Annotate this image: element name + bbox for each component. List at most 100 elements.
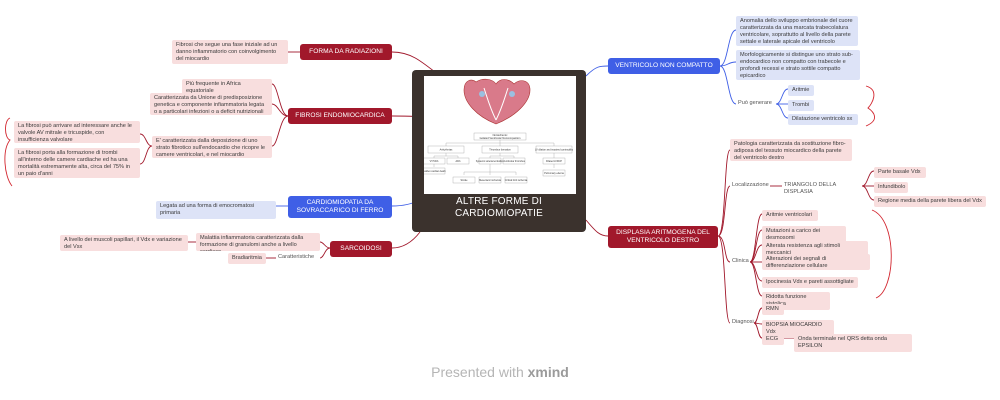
edge-fibrosi-sub1 (139, 133, 153, 147)
edge-nc-2 (719, 61, 737, 67)
flow-l1-2-label: LV dilation and impaired contractility (535, 149, 574, 152)
branch-noncompatto[interactable]: VENTRICOLO NON COMPATTO (608, 58, 720, 74)
heart-illustration: Nonischemic Isolated Ventricular Noncomp… (422, 76, 576, 194)
displasia-triangolo[interactable]: TRIANGOLO DELLA DISPLASIA (784, 182, 836, 195)
clinica-aritmie[interactable]: Aritmie ventricolari (762, 210, 818, 221)
triangolo-infundibolo[interactable]: Infundibolo (874, 182, 908, 193)
annotation-bracket-clinica (871, 209, 892, 299)
noncompatto-aritmie[interactable]: Aritmie (788, 85, 814, 96)
flow-l3-4-box (542, 169, 566, 177)
flow-l3-1-box (452, 176, 476, 184)
heart-flowchart-figure: Nonischemic Isolated Ventricular Noncomp… (422, 78, 574, 184)
flow-l3-3-box (504, 176, 528, 184)
edge-tri-3 (861, 185, 875, 201)
flow-level2: VT/VFib AFib Systemic arterial embolismVen… (422, 157, 566, 165)
branch-radiazioni[interactable]: FORMA DA RADIAZIONI (300, 44, 392, 60)
displasia-patologia[interactable]: Patologia caratterizzata da sostituzione… (730, 139, 852, 161)
radiazioni-note[interactable]: Fibrosi che segue una fase iniziale ad u… (172, 40, 288, 64)
footer-presented-text: Presented with (431, 364, 524, 380)
annotation-bracket-left (4, 117, 13, 187)
edge-puo-1 (775, 88, 789, 105)
fibrosi-item-2[interactable]: Caratterizzata da Unione di predisposizi… (150, 93, 272, 115)
flow-level1: Arrhythmias Thrombus formation LV dilation… (427, 145, 574, 154)
annotation-bracket-nc (865, 85, 875, 127)
branch-ferro[interactable]: CARDIOMIOPATIA DA SOVRACCARICO DI FERRO (288, 196, 392, 218)
sarcoidosi-caratteristiche[interactable]: Caratteristiche (278, 254, 315, 260)
flow-l3-2-box (478, 176, 502, 184)
branch-sarcoidosi[interactable]: SARCOIDOSI (330, 241, 392, 257)
diagnosi-ecg[interactable]: ECG (762, 334, 784, 345)
ferro-note[interactable]: Legata ad una forma di emocromatosi prim… (156, 201, 276, 219)
diagnosi-rmn[interactable]: RMN (762, 304, 784, 315)
edge-noncompatto (585, 65, 609, 77)
edge-dis-diag (717, 235, 731, 324)
flow-l2-3-label: Ventricular thrombus (503, 160, 526, 163)
edge-dis-clin (717, 235, 731, 263)
flow-l2-2-label: Systemic arterial embolism (476, 160, 505, 163)
diagnosi-biopsia[interactable]: BIOPSIA MIOCARDIO Vdx (762, 320, 834, 338)
flow-l3-2-label: Mesenteric ischemia (479, 179, 501, 182)
clinica-ipocinesia[interactable]: Ipocinesia Vdx e pareti assottigliate (762, 277, 858, 288)
fibrosi-sub-1[interactable]: La fibrosi può arrivare ad interessare a… (14, 121, 140, 143)
central-title-line1: ALTRE FORME DI (456, 196, 542, 207)
edge-sarcoidosi (391, 231, 421, 249)
flow-root-label: Nonischemic (493, 133, 509, 137)
edge-diag-3 (753, 322, 763, 339)
edge-displasia (585, 219, 609, 237)
noncompatto-puo-generare[interactable]: Può generare (738, 100, 772, 106)
branch-fibrosi[interactable]: FIBROSI ENDOMIOCARDICA (288, 108, 392, 124)
flow-l2-1-label: AFib (456, 160, 462, 163)
central-title: ALTRE FORME DI CARDIOMIOPATIE (412, 196, 586, 220)
edge-fibrosi-2 (271, 103, 289, 117)
heart-icon (463, 78, 531, 125)
noncompatto-trombi[interactable]: Trombi (788, 100, 814, 111)
edge-puo-3 (775, 103, 789, 119)
edge-sarc-caratt (319, 247, 331, 259)
clinica-differenziazione[interactable]: Alterazioni dei segnali di differenziazi… (762, 254, 870, 270)
central-title-line2: CARDIOMIOPATIE (455, 208, 543, 219)
fibrosi-item-3[interactable]: E' caratterizzata dalla deposizione di u… (152, 136, 272, 158)
flow-root-sublabel: Isolated Ventricular Noncompaction (480, 136, 521, 140)
displasia-localizzazione[interactable]: Localizzazione (732, 182, 769, 188)
sarcoidosi-bradiaritmia[interactable]: Bradiaritmia (228, 253, 266, 264)
flow-l3-4-label: Pulmonary edema (544, 172, 564, 175)
flow-l3-1-label: Stroke (461, 179, 469, 182)
edge-fibrosi-sub2 (139, 145, 153, 165)
flow-connectors (433, 140, 555, 175)
edge-diag-1 (753, 307, 763, 324)
central-topic[interactable]: Nonischemic Isolated Ventricular Noncomp… (412, 70, 586, 232)
edge-clin-6 (749, 261, 763, 297)
flow-l1-0-label: Arrhythmias (440, 149, 454, 152)
clinica-mutazioni[interactable]: Mutazioni a carico dei desmosomi (762, 226, 846, 244)
edge-dis-loc (717, 185, 731, 237)
triangolo-regione-media[interactable]: Regione media della parete libera del Vd… (874, 196, 986, 207)
edge-fibrosi-1 (271, 83, 289, 117)
edge-fibrosi-3 (271, 115, 289, 147)
edge-sarc-malattia (319, 241, 331, 249)
presented-with-xmind: Presented with xmind (0, 364, 1000, 380)
fibrosi-item-1[interactable]: Più frequente in Africa equatoriale (182, 79, 272, 97)
noncompatto-item-2[interactable]: Morfologicamente si distingue uno strato… (736, 50, 860, 80)
flow-l2-0-label: VT/VFib (430, 160, 439, 163)
xmind-logo: xmind (527, 364, 569, 380)
ecg-onda-epsilon[interactable]: Onda terminale nel QRS detta onda EPSILO… (794, 334, 912, 352)
flow-l3-3-label: Critical limb ischemia (505, 179, 528, 182)
fibrosi-sub-2[interactable]: La fibrosi porta alla formazione di trom… (14, 148, 140, 178)
triangolo-parte-basale[interactable]: Parte basale Vdx (874, 167, 926, 178)
edge-tri-1 (861, 170, 875, 187)
branch-displasia[interactable]: DISPLASIA ARITMOGENA DEL VENTRICOLO DEST… (608, 226, 718, 248)
flow-l1-1-label: Thrombus formation (489, 149, 511, 152)
sarcoidosi-malattia[interactable]: Malattia infiammatoria caratterizzata da… (196, 233, 320, 251)
sarcoidosi-livello[interactable]: A livello dei muscoli papillari, il Vdx … (60, 235, 188, 251)
edge-nc-3 (719, 65, 737, 105)
noncompatto-dilatazione[interactable]: Dilatazione ventricolo sx (788, 114, 858, 125)
edge-dis-pat (717, 149, 731, 237)
flow-l2-4-label: Dilated LVDCP (546, 160, 562, 163)
edge-nc-1 (719, 29, 737, 67)
noncompatto-item-1[interactable]: Anomalia dello sviluppo embrionale del c… (736, 16, 858, 46)
edge-clin-3 (749, 244, 763, 263)
displasia-clinica[interactable]: Clinica (732, 258, 749, 264)
displasia-diagnosi[interactable]: Diagnosi (732, 319, 754, 325)
flow-l3-0-label: Sudden cardiac death (424, 170, 446, 173)
